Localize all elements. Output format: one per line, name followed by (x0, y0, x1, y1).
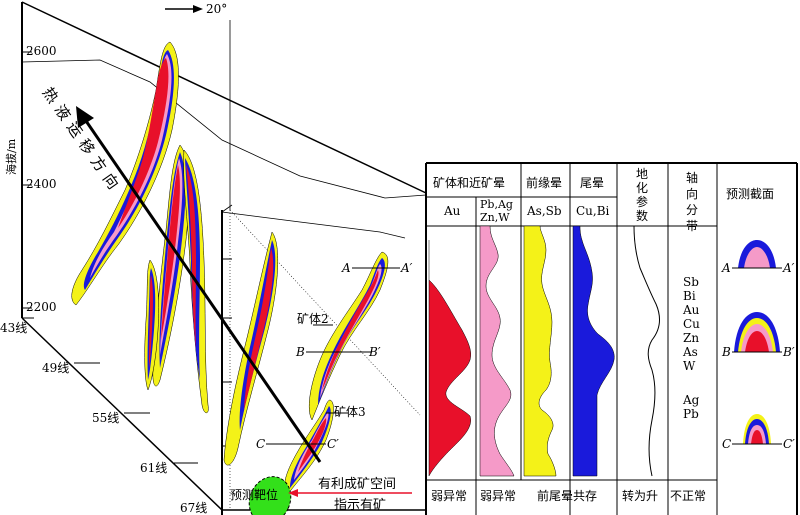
as-profile (523, 225, 557, 477)
marker-c2: C′ (327, 437, 339, 451)
table-grid (426, 163, 718, 515)
predict-b: B (721, 345, 731, 359)
zone-2: Au (682, 303, 700, 317)
predict-c2: C′ (783, 437, 795, 451)
orebody-2-label: 矿体2 (297, 312, 329, 326)
zone-3: Cu (683, 317, 700, 331)
predict-section-c (732, 414, 782, 445)
marker-a: A (341, 261, 351, 275)
space-label-2: 指示有矿 (334, 498, 386, 513)
zone-1: Bi (683, 289, 696, 303)
footer-front-tail: 前尾晕共存 (537, 488, 597, 503)
prediction-target (248, 476, 292, 515)
sub-as: As,Sb (526, 204, 562, 218)
section-61: 61线 (140, 461, 167, 475)
block-outline (21, 1, 798, 515)
footer-pb: 弱异常 (480, 489, 516, 503)
zone-6: W (683, 359, 696, 373)
section-49: 49线 (42, 361, 69, 375)
marker-a2: A′ (400, 261, 413, 275)
marker-b2: B′ (368, 345, 381, 359)
north-arrow-icon (165, 5, 203, 13)
section-marker-lines (266, 267, 400, 445)
header-ore: 矿体和近矿晕 (433, 176, 505, 190)
sub-cu: Cu,Bi (576, 204, 610, 218)
header-axial-4: 带 (686, 219, 698, 233)
header-axial-1: 轴 (686, 170, 698, 185)
sub-pb-2: Zn,W (480, 211, 510, 224)
zone-5: As (682, 345, 698, 359)
orebody-1-branch (152, 144, 190, 387)
predict-section-b (732, 312, 782, 353)
header-front: 前缘晕 (526, 175, 562, 190)
predict-section-a (732, 240, 782, 269)
tick-2400: 2400 (26, 177, 57, 191)
inner-lines (21, 20, 427, 239)
footer-axial: 不正常 (670, 489, 706, 503)
tick-2600: 2600 (26, 44, 57, 58)
marker-b: B (295, 345, 305, 359)
orebody-1-lower (144, 259, 159, 391)
header-geochem-1: 地 (636, 167, 648, 181)
predict-a2: A′ (782, 261, 795, 275)
orebody-3-label: 矿体3 (334, 405, 366, 419)
zone-0: Sb (683, 275, 699, 289)
predict-a: A (721, 261, 731, 275)
header-predict: 预测截面 (726, 187, 774, 201)
marker-c: C (256, 437, 265, 451)
tick-2200: 2200 (26, 300, 57, 314)
orebody-middle (223, 231, 278, 466)
section-43: 43线 (0, 321, 27, 335)
migration-arrow-icon (76, 106, 322, 463)
au-profile (428, 240, 471, 477)
zone-4: Zn (683, 331, 699, 345)
north-arrow-label: 20° (206, 2, 227, 16)
section-55: 55线 (92, 411, 119, 425)
predict-c: C (722, 437, 731, 451)
footer-au: 弱异常 (431, 489, 467, 503)
header-geochem-4: 数 (636, 208, 648, 223)
header-axial-3: 分 (686, 203, 698, 217)
header-tail: 尾晕 (580, 176, 604, 190)
orebody-1 (71, 41, 179, 306)
header-geochem-3: 参 (636, 194, 648, 209)
predict-b2: B′ (782, 345, 795, 359)
sub-pb-1: Pb,Ag (480, 198, 513, 211)
red-arrow-icon (288, 489, 412, 497)
space-label-1: 有利成矿空间 (318, 477, 396, 492)
geochem-profile (633, 225, 660, 477)
zone-8: Ag (682, 393, 700, 407)
elevation-axis (22, 51, 32, 309)
section-67: 67线 (180, 501, 207, 515)
section-ticks (22, 258, 232, 511)
sub-au: Au (443, 204, 461, 218)
zone-9: Pb (683, 407, 699, 421)
pb-profile (479, 225, 515, 477)
prediction-label: 预测靶位 (230, 487, 278, 502)
footer-geochem: 转为升 (622, 488, 658, 503)
header-axial-2: 向 (686, 186, 698, 201)
elevation-label: 海拔/m (4, 138, 18, 175)
header-geochem-2: 化 (636, 181, 648, 195)
orebody-2 (309, 251, 389, 421)
zoning-list: Sb Bi Au Cu Zn As W Ag Pb (682, 275, 700, 421)
cu-profile (572, 225, 615, 477)
